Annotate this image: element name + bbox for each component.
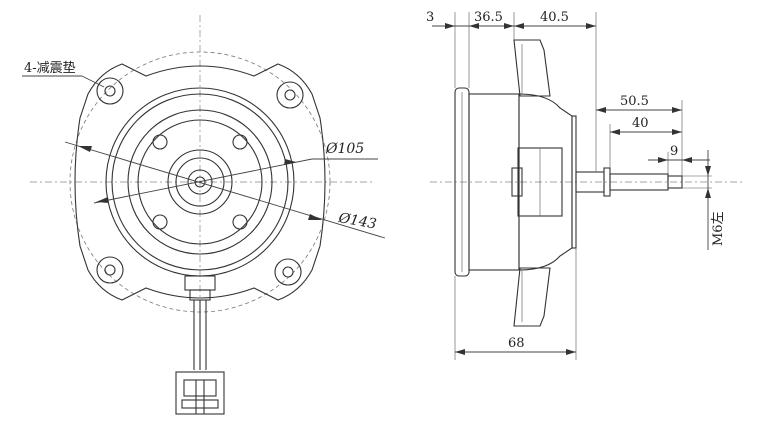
bracket-top: [513, 39, 551, 97]
dim-9: 9: [670, 144, 678, 159]
housing-face: [127, 109, 273, 255]
screw-hole-4: [232, 214, 248, 230]
dim-68: 68: [508, 336, 525, 351]
front-view: 4-减震垫 Ø105 Ø143: [22, 15, 386, 415]
side-view: 3 36.5 40.5 50.5 40 9 M6左 68: [426, 10, 745, 360]
damper-pad-bottom-left: [96, 256, 124, 284]
hub-lug: [511, 167, 523, 197]
dia-143-label: Ø143: [336, 210, 377, 233]
dim-40-5: 40.5: [540, 10, 569, 25]
dim-40: 40: [632, 116, 649, 131]
hub-inner: [175, 157, 225, 207]
damper-pad-bottom-right: [274, 258, 302, 286]
damper-leader: [81, 75, 105, 88]
shaft-collar: [187, 169, 213, 195]
housing-ring: [111, 93, 289, 271]
damper-label: 4-减震垫: [24, 60, 76, 76]
dim-36-5: 36.5: [474, 10, 503, 25]
dia-105-line: [93, 158, 313, 204]
damper-pad-top-left: [96, 77, 124, 105]
dim-3: 3: [426, 10, 434, 25]
bracket-bottom: [513, 267, 551, 327]
damper-pad-top-right: [276, 81, 304, 109]
screw-hole-2: [232, 134, 248, 150]
housing-inner: [137, 119, 263, 245]
dim-50-5: 50.5: [620, 94, 649, 109]
hub-outer: [167, 149, 233, 215]
screw-hole-1: [152, 134, 168, 150]
thread-label: M6左: [711, 211, 726, 246]
cable-assembly: [175, 275, 225, 415]
mounting-flange: [74, 63, 326, 301]
connector: [175, 371, 225, 415]
shaft-end: [194, 176, 206, 188]
shaft-tip: [667, 175, 683, 189]
dia-105-label: Ø105: [325, 141, 364, 157]
screw-hole-3: [152, 214, 168, 230]
dia-143-line: [64, 141, 386, 239]
